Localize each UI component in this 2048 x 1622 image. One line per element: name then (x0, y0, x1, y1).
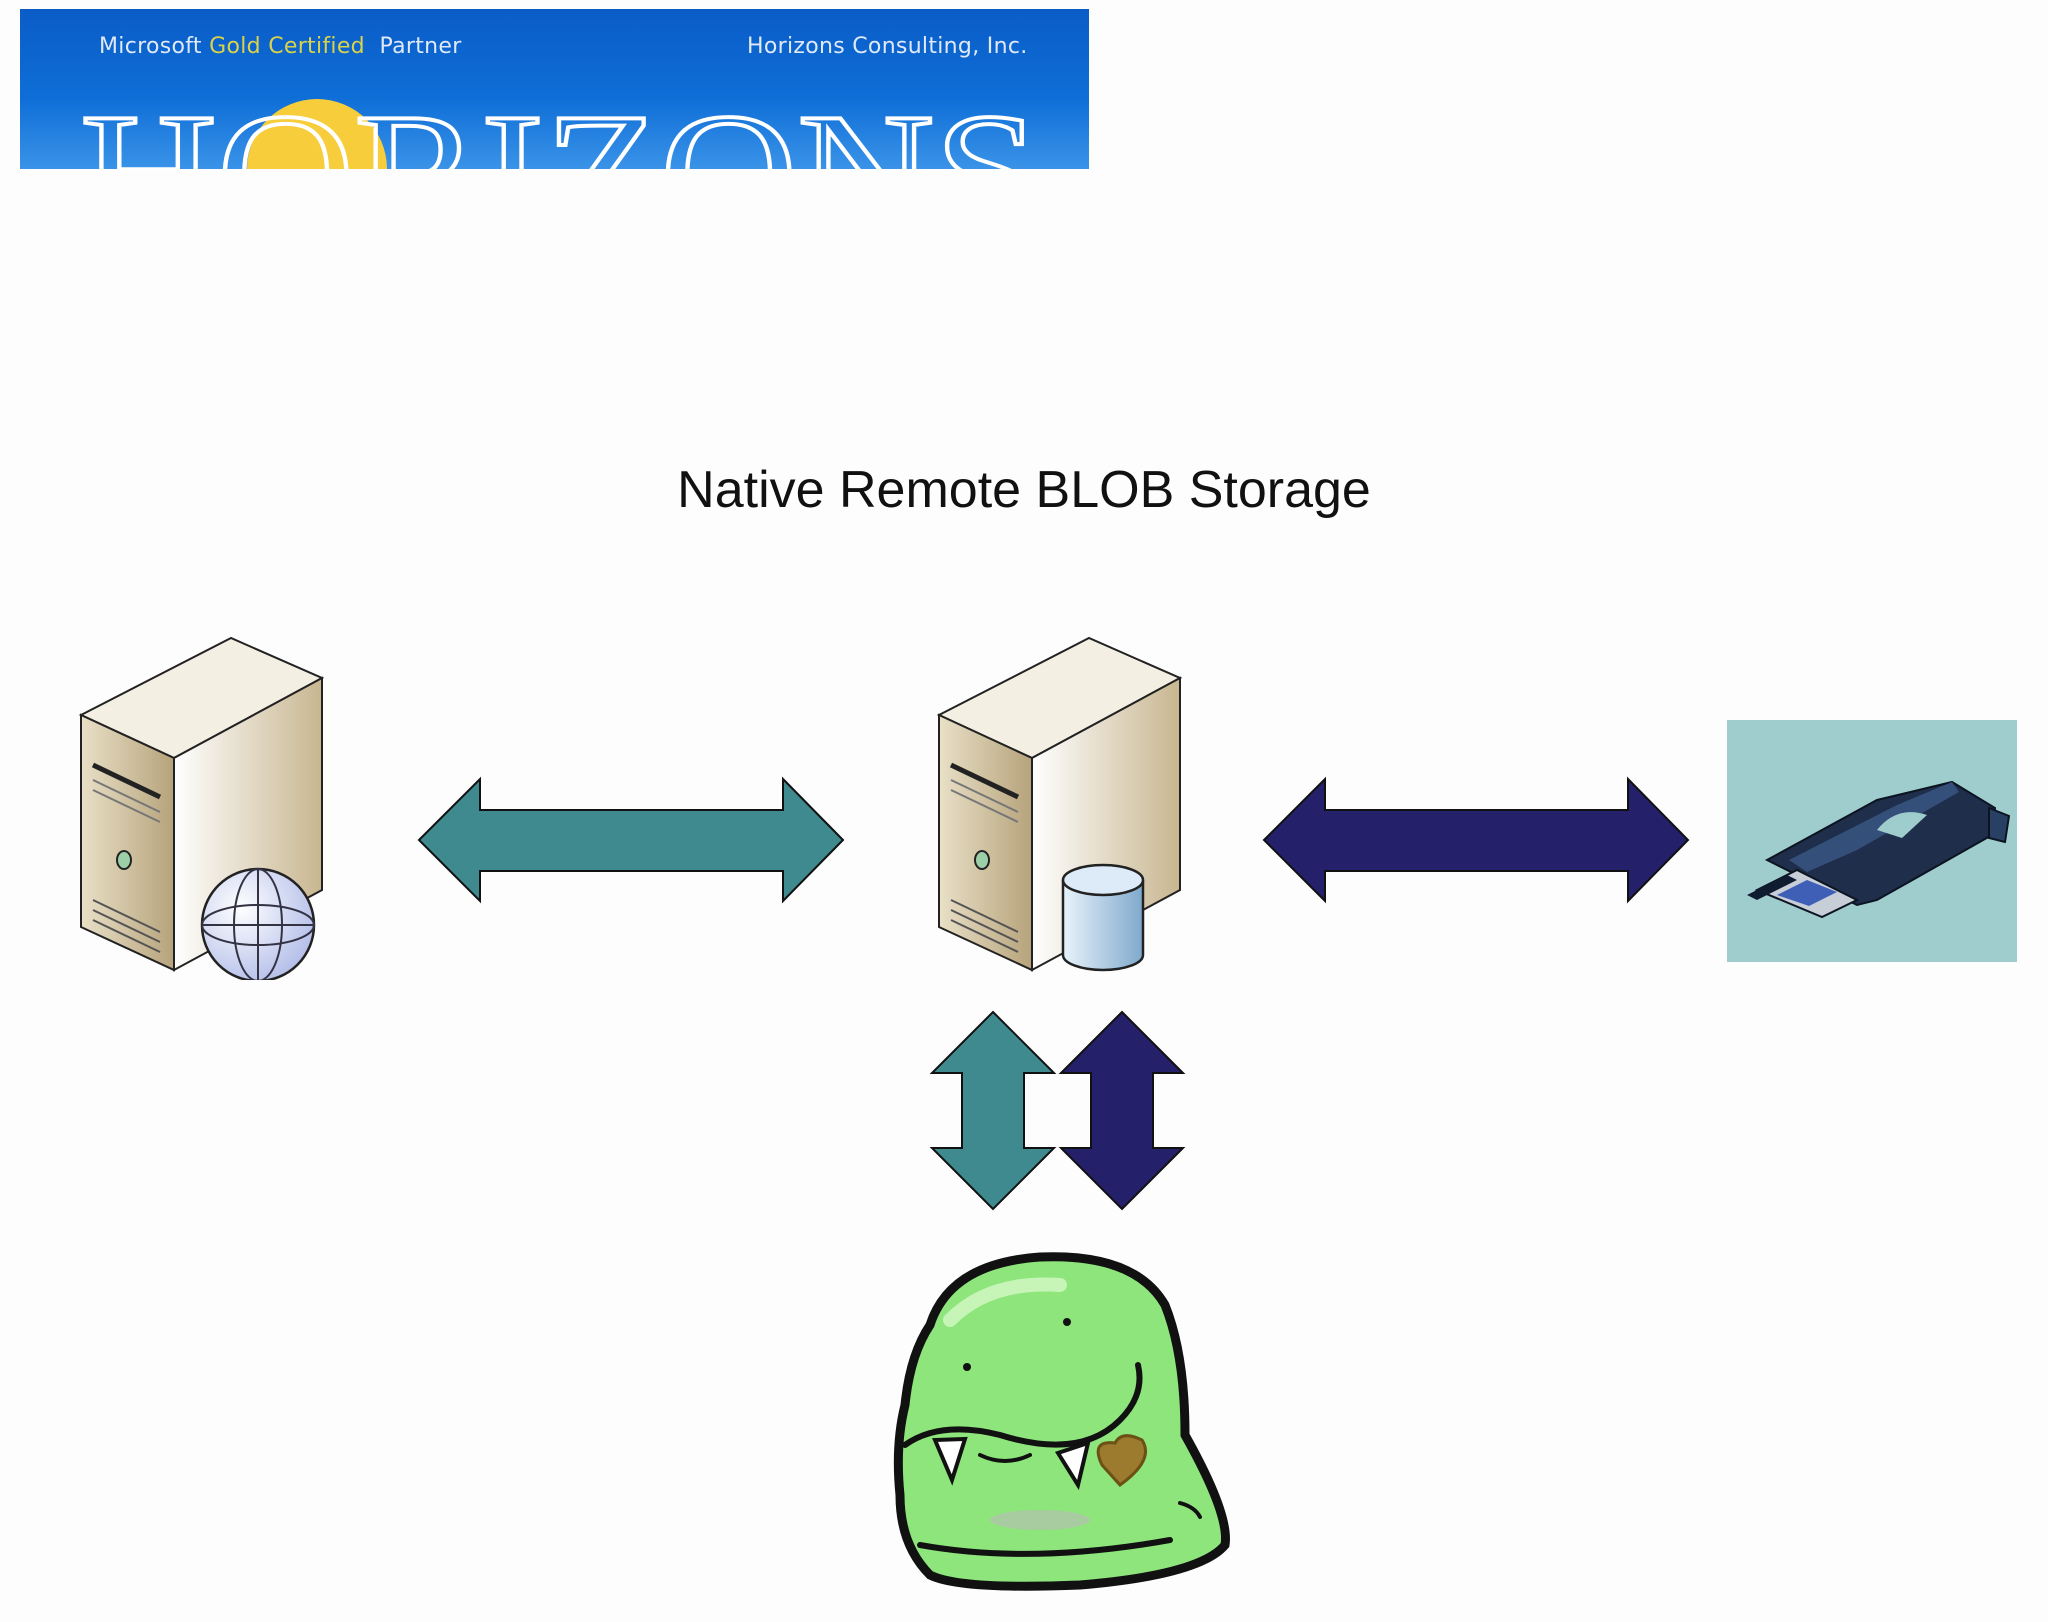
external-storage-drive-icon (1727, 720, 2017, 962)
horizons-logo-banner: Microsoft Gold Certified Partner Horizon… (20, 9, 1089, 169)
bidirectional-arrow-web-db (417, 776, 845, 904)
database-cylinder-icon (1061, 863, 1145, 972)
database-server-icon (936, 636, 1183, 972)
bidirectional-arrow-db-storage (1262, 776, 1690, 904)
web-server-icon (78, 636, 325, 980)
horizons-wordmark: HORIZONS (78, 77, 1042, 169)
company-name: Horizons Consulting, Inc. (747, 34, 1028, 59)
vertical-arrow-navy (1058, 1010, 1186, 1211)
certification-line: Microsoft Gold Certified Partner (99, 34, 462, 59)
vertical-arrow-teal (929, 1010, 1057, 1211)
sun-icon (247, 99, 387, 169)
svg-text:HORIZONS: HORIZONS (80, 79, 1040, 169)
diagram-title: Native Remote BLOB Storage (677, 461, 1371, 519)
blob-monster-icon (893, 1252, 1230, 1591)
globe-icon (200, 867, 316, 980)
